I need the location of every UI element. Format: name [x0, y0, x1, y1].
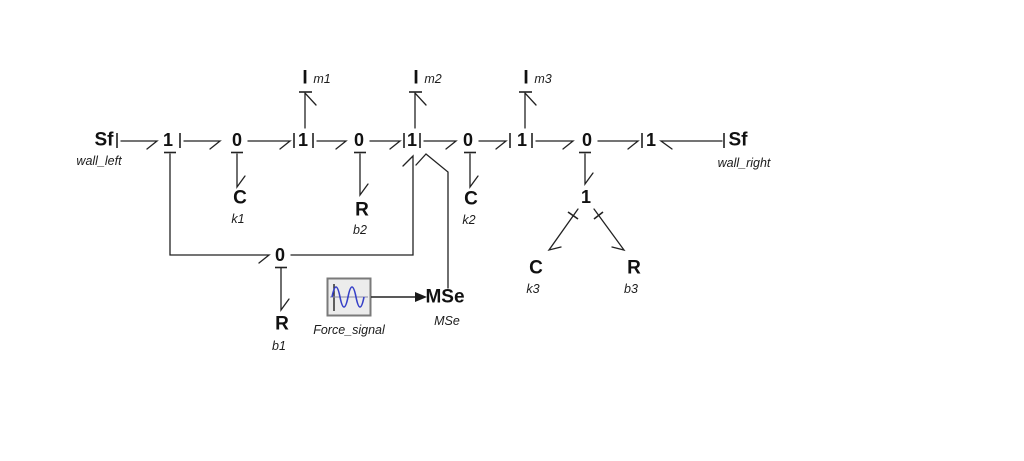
sine-wave-icon [331, 286, 365, 308]
causal-strokes [116, 91, 725, 269]
junction-0-right[interactable]: 0 [581, 130, 593, 150]
bond-1m3-im3 [524, 91, 537, 129]
label-b2: b2 [353, 222, 367, 237]
label-k2: k2 [462, 212, 476, 227]
bond-lines [120, 91, 723, 312]
bond-1left-0lower [169, 153, 271, 264]
bond-0-ck2 [469, 153, 479, 189]
label-m3: m3 [534, 71, 552, 86]
bond-1m2-0k2 [423, 140, 458, 150]
junction-0-b2[interactable]: 0 [353, 130, 365, 150]
junction-1-right[interactable]: 1 [645, 130, 657, 150]
force-signal-block[interactable] [326, 277, 372, 317]
bond-mse-1m2 [415, 153, 449, 289]
element-r-b2[interactable]: R [355, 199, 369, 221]
bond-1-0k1 [183, 140, 222, 150]
element-c-k2[interactable]: C [464, 188, 478, 210]
arrowhead [415, 292, 427, 302]
label-m2: m2 [424, 71, 442, 86]
label-wall-right: wall_right [717, 155, 771, 170]
element-sf-right[interactable]: Sf [728, 129, 748, 151]
label-mse: MSe [434, 313, 460, 328]
element-r-b3[interactable]: R [627, 257, 641, 279]
bond-1-ck3 [547, 208, 579, 252]
element-sf-left[interactable]: Sf [94, 129, 114, 151]
element-mse[interactable]: MSe [425, 286, 465, 308]
bond-0lower-rb1 [280, 267, 290, 312]
bond-sfleft-1 [120, 140, 159, 150]
bond-0b2-1m2 [369, 140, 402, 150]
bond-0-ck1 [236, 153, 246, 189]
element-c-k3[interactable]: C [529, 257, 543, 279]
element-i-m2[interactable]: I [413, 67, 419, 89]
label-wall-left: wall_left [76, 153, 122, 168]
bond-1right-sfright [659, 140, 723, 150]
junction-0-lower[interactable]: 0 [274, 245, 286, 265]
junction-1-m3[interactable]: 1 [516, 130, 528, 150]
signal-arrow [371, 292, 427, 302]
junction-0-k2[interactable]: 0 [462, 130, 474, 150]
bond-0lower-1m2 [290, 154, 414, 256]
bond-0k1-1m1 [247, 140, 292, 150]
bond-1m3-0right [535, 140, 575, 150]
bond-1m2-im2 [414, 91, 427, 129]
element-i-m1[interactable]: I [302, 67, 308, 89]
bond-0-rb2 [359, 153, 369, 197]
bond-0right-1right [597, 140, 640, 150]
element-i-m3[interactable]: I [523, 67, 529, 89]
bond-1m1-im1 [304, 91, 317, 129]
junction-1-m1[interactable]: 1 [297, 130, 309, 150]
bond-1-rb3 [593, 208, 626, 252]
junction-1-m2[interactable]: 1 [406, 130, 418, 150]
junction-1-left[interactable]: 1 [162, 130, 174, 150]
label-m1: m1 [313, 71, 331, 86]
label-force-signal: Force_signal [313, 322, 385, 337]
junction-0-k1[interactable]: 0 [231, 130, 243, 150]
label-k3: k3 [526, 281, 540, 296]
bond-0k2-1m3 [478, 140, 508, 150]
bond-1m1-0b2 [316, 140, 348, 150]
bond-0-1k3b3 [584, 153, 594, 186]
element-r-b1[interactable]: R [275, 313, 289, 335]
label-b1: b1 [272, 338, 286, 353]
label-b3: b3 [624, 281, 638, 296]
element-c-k1[interactable]: C [233, 187, 247, 209]
junction-1-k3b3[interactable]: 1 [580, 187, 592, 207]
label-k1: k1 [231, 211, 245, 226]
